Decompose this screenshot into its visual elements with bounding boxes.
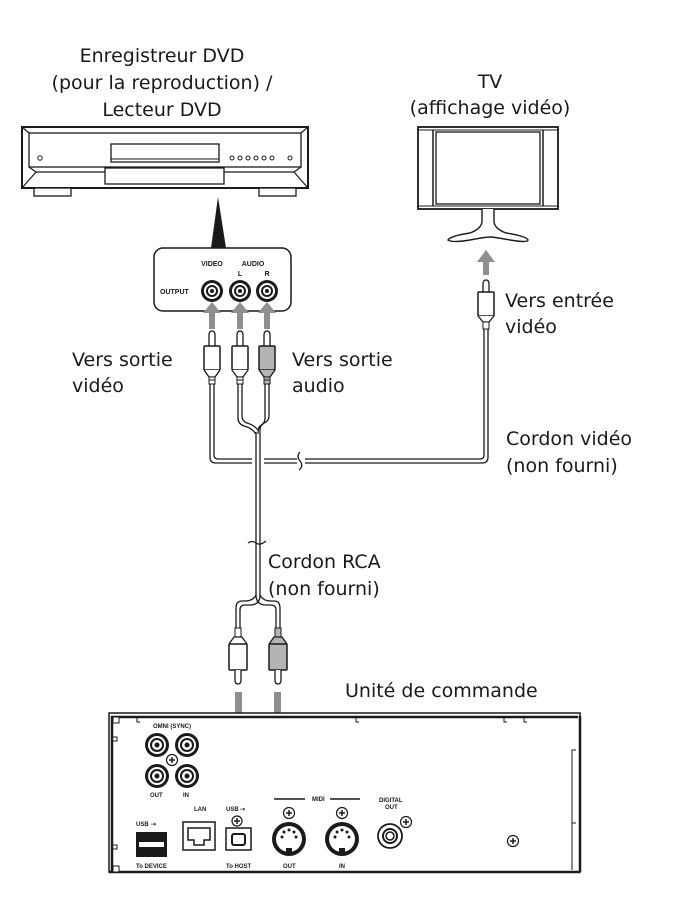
control-unit-label: Unité de commande <box>345 680 538 702</box>
rca-plug-tv-video <box>477 279 495 330</box>
panel-output-label: OUTPUT <box>160 289 190 296</box>
panel-audio-right-label: R <box>264 271 269 278</box>
lan-label: LAN <box>194 807 206 813</box>
lan-port <box>182 821 216 851</box>
control-unit-rear-panel: OMNI (SYNC) OUT IN USB ⇢ <box>108 712 582 874</box>
dvd-device-label: Enregistreur DVD (pour la reproduction) … <box>52 45 274 121</box>
tv-icon <box>417 126 559 243</box>
tv-device-label: TV (affichage vidéo) <box>410 71 571 119</box>
digital-out-label-2: OUT <box>385 805 398 811</box>
sync-out-label: OUT <box>150 793 163 799</box>
usb-b-port <box>225 827 252 851</box>
video-cord-label-line-2: (non fourni) <box>506 455 618 477</box>
screw-icon <box>282 806 296 820</box>
audio-left-output-jack <box>229 280 251 302</box>
arrow-up-icon <box>258 302 276 329</box>
video-cord-label-line-1: Cordon vidéo <box>506 428 632 450</box>
digital-out-jack <box>377 823 403 849</box>
digital-out-label-1: DIGITAL <box>379 798 403 804</box>
midi-out-label: OUT <box>283 864 296 870</box>
rca-plug-sync-out <box>228 627 248 685</box>
dvd-player-icon <box>21 126 309 197</box>
midi-in-label: IN <box>339 864 345 870</box>
tv-label-line-2: (affichage vidéo) <box>410 97 571 119</box>
dvd-connection-arrows <box>203 302 276 329</box>
dvd-label-line-1: Enregistreur DVD <box>80 45 245 67</box>
midi-label: MIDI <box>312 797 325 803</box>
audio-right-output-jack <box>256 280 278 302</box>
usb-to-host-label: To HOST <box>226 864 252 870</box>
rca-plug-sync-in <box>268 627 288 685</box>
omni-sync-label: OMNI (SYNC) <box>153 724 191 730</box>
usb-device-label: USB <box>136 822 149 828</box>
panel-audio-left-label: L <box>238 271 243 278</box>
dvd-label-line-3: Lecteur DVD <box>102 99 221 121</box>
usb-host-label: USB <box>226 807 239 813</box>
audio-out-label-line-2: audio <box>292 375 345 397</box>
rca-cord-label-line-1: Cordon RCA <box>268 551 381 573</box>
cables <box>209 323 489 628</box>
midi-out-port <box>272 822 306 856</box>
rca-cord-label-line-2: (non fourni) <box>268 578 380 600</box>
panel-video-label: VIDEO <box>201 261 223 268</box>
dvd-output-panel: VIDEO AUDIO L R OUTPUT <box>153 247 292 312</box>
callout-pointer <box>211 197 226 248</box>
video-output-jack <box>201 280 223 302</box>
rca-plug-video <box>203 330 221 385</box>
rca-plug-audio-right <box>258 330 276 385</box>
usb-to-device-label: To DEVICE <box>136 864 167 870</box>
usb-symbol-icon: ⇢ <box>151 822 156 828</box>
arrow-up-icon <box>203 302 221 329</box>
screw-icon <box>335 806 349 820</box>
audio-out-label-line-1: Vers sortie <box>292 349 393 371</box>
sync-out-jack-top-left <box>145 733 169 757</box>
screw-icon <box>231 815 243 827</box>
video-in-label-line-2: vidéo <box>505 316 557 338</box>
sync-out-jack-bottom-left <box>145 764 169 788</box>
video-in-label-line-1: Vers entrée <box>505 290 614 312</box>
video-out-label-line-2: vidéo <box>72 375 124 397</box>
sync-in-jack-top-right <box>175 733 199 757</box>
arrow-up-icon <box>477 250 495 275</box>
panel-audio-label: AUDIO <box>242 261 265 268</box>
tv-label-line-1: TV <box>477 71 503 93</box>
usb-symbol-icon: ⇢ <box>240 807 245 813</box>
sync-in-label: IN <box>183 793 189 799</box>
rca-plug-audio-left <box>231 330 249 385</box>
screw-icon <box>165 753 179 767</box>
sync-in-jack-bottom-right <box>175 764 199 788</box>
midi-in-port <box>325 822 359 856</box>
screw-icon <box>506 834 520 848</box>
screw-icon <box>399 815 413 829</box>
video-out-label-line-1: Vers sortie <box>72 349 173 371</box>
arrow-up-icon <box>231 302 249 329</box>
dvd-label-line-2: (pour la reproduction) / <box>52 72 274 94</box>
